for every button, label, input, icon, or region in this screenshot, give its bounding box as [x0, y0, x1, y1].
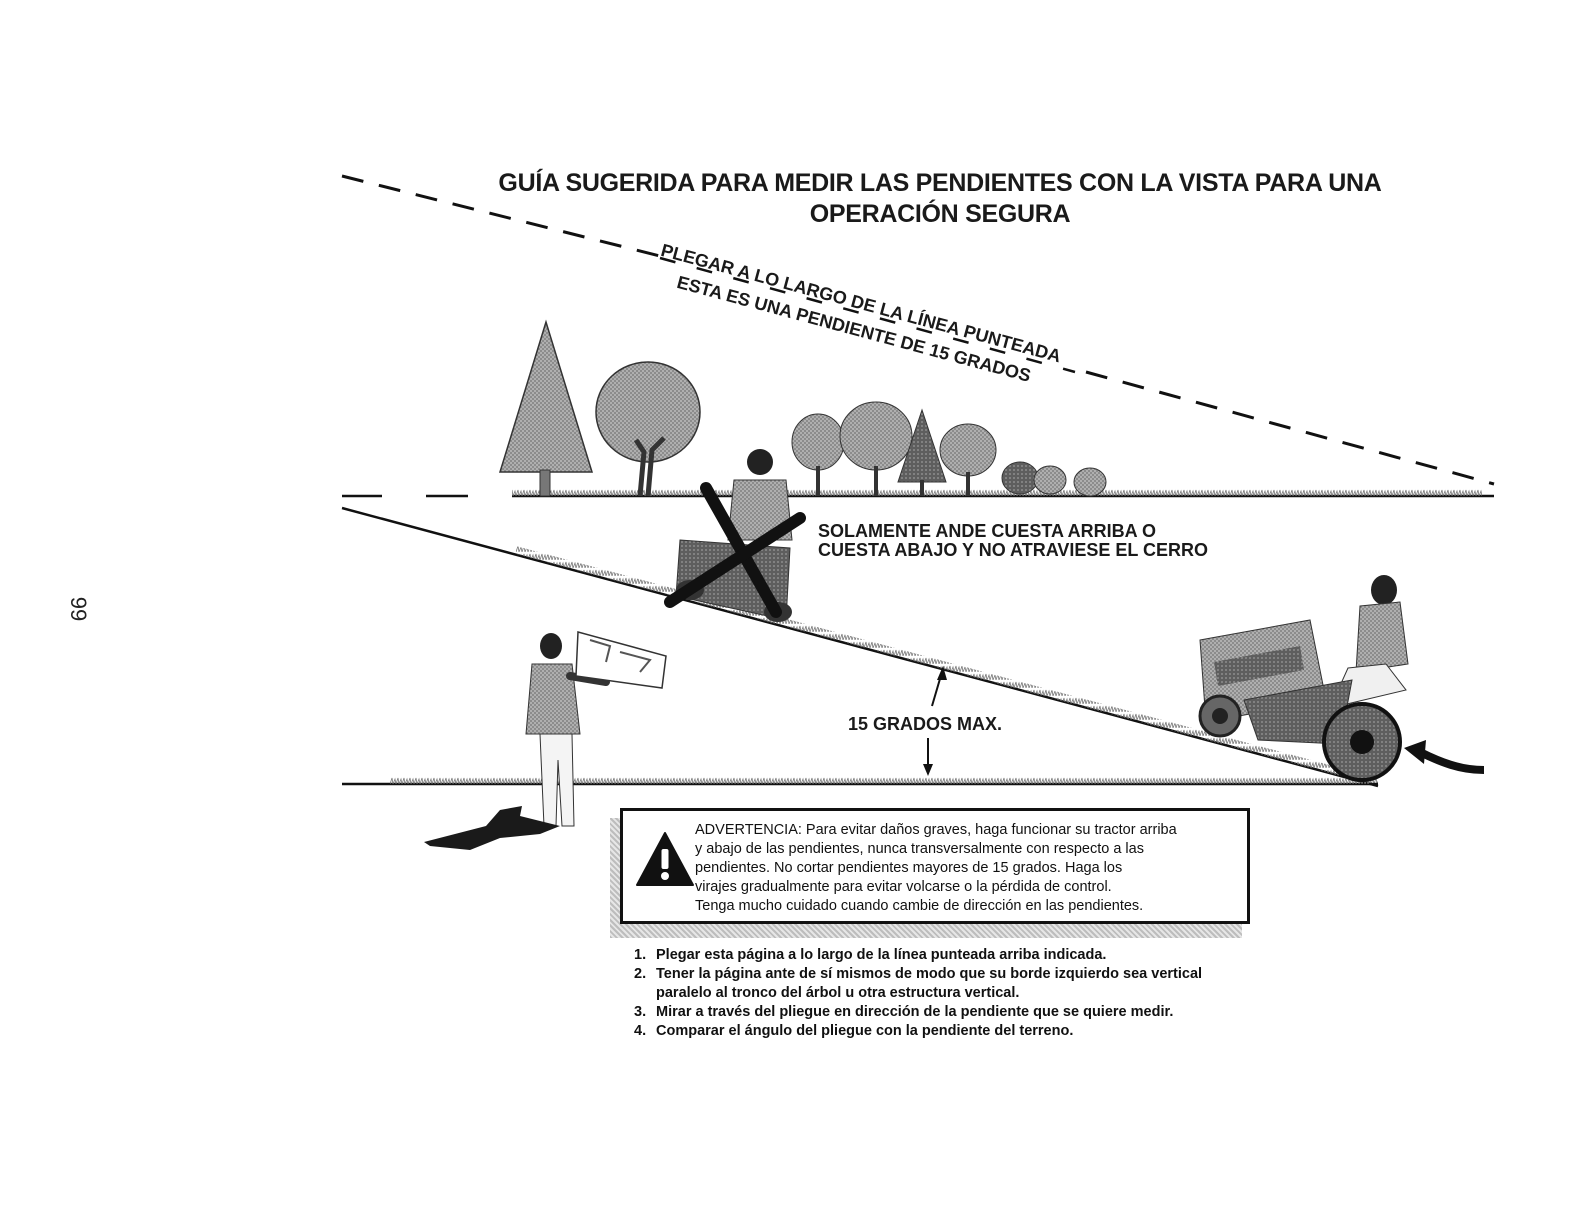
instruction-text: Tener la página ante de sí mismos de mod… — [656, 965, 1274, 984]
slope-rule-line-1: SOLAMENTE ANDE CUESTA ARRIBA O — [818, 522, 1208, 541]
page-number: 99 — [65, 597, 91, 621]
curved-arrow-icon — [1404, 740, 1484, 770]
warning-triangle-icon — [635, 831, 695, 887]
warning-line: ADVERTENCIA: Para evitar daños graves, h… — [695, 821, 1245, 840]
horizon-line — [342, 488, 1494, 496]
warning-line: y abajo de las pendientes, nunca transve… — [695, 840, 1245, 859]
slope-rule: SOLAMENTE ANDE CUESTA ARRIBA O CUESTA AB… — [818, 522, 1208, 560]
instruction-text: Mirar a través del pliegue en dirección … — [656, 1003, 1274, 1022]
title-line-2: OPERACIÓN SEGURA — [470, 199, 1410, 230]
warning-line: virajes gradualmente para evitar volcars… — [695, 878, 1245, 897]
instruction-item: 3. Mirar a través del pliegue en direcció… — [634, 1003, 1274, 1022]
angle-label: 15 GRADOS MAX. — [848, 714, 1002, 735]
instruction-text: Comparar el ángulo del pliegue con la pe… — [656, 1022, 1274, 1041]
instruction-list: 1. Plegar esta página a lo largo de la lí… — [634, 946, 1274, 1041]
ground-line — [342, 776, 1378, 784]
warning-text: ADVERTENCIA: Para evitar daños graves, h… — [695, 821, 1245, 916]
warning-box: ADVERTENCIA: Para evitar daños graves, h… — [620, 808, 1250, 924]
instruction-number: 4. — [634, 1022, 646, 1041]
instruction-item: 1. Plegar esta página a lo largo de la lí… — [634, 946, 1274, 965]
instruction-text: Plegar esta página a lo largo de la líne… — [656, 946, 1274, 965]
instruction-number: 2. — [634, 965, 646, 984]
page-title: GUÍA SUGERIDA PARA MEDIR LAS PENDIENTES … — [470, 168, 1410, 230]
crossed-out-tractor — [670, 449, 800, 622]
tree-pine-large — [500, 322, 592, 496]
instruction-number: 1. — [634, 946, 646, 965]
slope-rule-line-2: CUESTA ABAJO Y NO ATRAVIESE EL CERRO — [818, 541, 1208, 560]
title-line-1: GUÍA SUGERIDA PARA MEDIR LAS PENDIENTES … — [470, 168, 1410, 199]
instruction-text: paralelo al tronco del árbol u otra estr… — [656, 984, 1274, 1003]
tree-group — [792, 402, 1106, 496]
tractor-on-slope — [1200, 575, 1408, 780]
instruction-item: 2. Tener la página ante de sí mismos de m… — [634, 965, 1274, 1003]
warning-line: Tenga mucho cuidado cuando cambie de dir… — [695, 897, 1245, 916]
instruction-number: 3. — [634, 1003, 646, 1022]
warning-line: pendientes. No cortar pendientes mayores… — [695, 859, 1245, 878]
instruction-item: 4. Comparar el ángulo del pliegue con la … — [634, 1022, 1274, 1041]
tree-round-large — [596, 362, 700, 496]
